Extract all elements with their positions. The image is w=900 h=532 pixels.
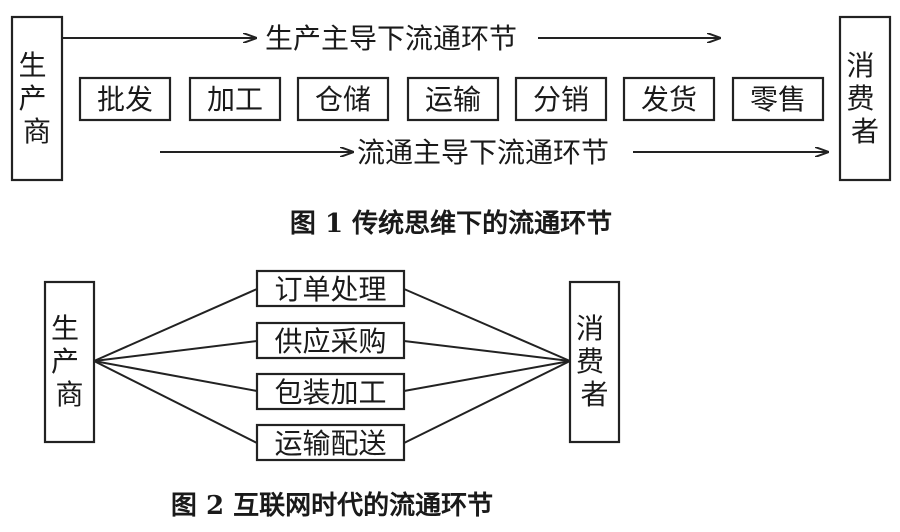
fig1-stage-5: 分销	[514, 76, 608, 122]
fig2-node-4-label: 运输配送	[274, 427, 386, 460]
fig1-consumer-char-1: 消	[847, 49, 875, 82]
figure-1: 生 产 商 消 费 者 生产主导下流通环节 流通主导下流通环节	[10, 15, 892, 239]
fig1-top-arrow-label: 生产主导下流通环节	[265, 22, 517, 55]
fig1-stage-7-label: 零售	[750, 83, 806, 116]
fig1-stage-2: 加工	[188, 76, 282, 122]
fig2-consumer-label: 消 费 者	[576, 312, 613, 411]
fig1-consumer-label: 消 费 者	[847, 49, 884, 148]
fig1-bottom-arrow: 流通主导下流通环节	[160, 136, 828, 169]
fig2-consumer-char-1: 消	[576, 312, 604, 345]
fig2-node-4: 运输配送	[255, 423, 406, 462]
fig2-node-2-label: 供应采购	[274, 325, 386, 358]
fig2-producer-char-1: 生	[51, 312, 79, 345]
fig2-consumer-box: 消 费 者	[568, 280, 621, 444]
fig1-caption: 图 1 传统思维下的流通环节	[290, 208, 612, 239]
fig1-producer-char-2: 产	[19, 82, 47, 115]
fig1-producer-box: 生 产 商	[10, 15, 64, 182]
fig1-stage-7: 零售	[731, 76, 825, 122]
fig1-producer-label: 生 产 商	[19, 49, 56, 148]
fig1-producer-char-1: 生	[19, 49, 47, 82]
fig2-producer-label: 生 产 商	[51, 312, 88, 411]
figure-2: 生 产 商 消 费 者 订单处理 供应采购 包装加工	[43, 269, 621, 521]
fig2-node-1-label: 订单处理	[274, 273, 386, 306]
fig1-stage-4-label: 运输	[425, 83, 481, 116]
fig2-connector-lines	[93, 288, 571, 444]
fig1-stage-1-label: 批发	[97, 83, 153, 116]
fig1-consumer-box: 消 费 者	[838, 15, 892, 182]
fig2-producer-box: 生 产 商	[43, 280, 96, 444]
fig2-producer-char-3: 商	[55, 378, 83, 411]
fig1-stage-1: 批发	[78, 76, 172, 122]
fig2-node-1: 订单处理	[255, 269, 406, 308]
fig2-producer-char-2: 产	[51, 345, 79, 378]
fig1-stage-4: 运输	[406, 76, 500, 122]
fig1-stage-3: 仓储	[296, 76, 390, 122]
fig1-bottom-arrow-label: 流通主导下流通环节	[357, 136, 609, 169]
fig2-consumer-char-2: 费	[576, 345, 604, 378]
fig2-node-3: 包装加工	[255, 372, 406, 411]
fig1-producer-char-3: 商	[23, 115, 51, 148]
fig2-consumer-char-3: 者	[580, 378, 608, 411]
fig1-stage-5-label: 分销	[533, 83, 589, 116]
fig1-consumer-char-3: 者	[851, 115, 879, 148]
fig1-stage-3-label: 仓储	[315, 83, 371, 116]
fig1-top-arrow: 生产主导下流通环节	[63, 22, 720, 55]
fig2-caption: 图 2 互联网时代的流通环节	[171, 490, 493, 521]
fig2-node-2: 供应采购	[255, 321, 406, 360]
fig1-consumer-char-2: 费	[847, 82, 875, 115]
fig1-stage-6-label: 发货	[641, 83, 697, 116]
fig1-stage-6: 发货	[622, 76, 716, 122]
fig2-node-3-label: 包装加工	[274, 376, 386, 409]
fig1-stage-2-label: 加工	[207, 83, 263, 116]
